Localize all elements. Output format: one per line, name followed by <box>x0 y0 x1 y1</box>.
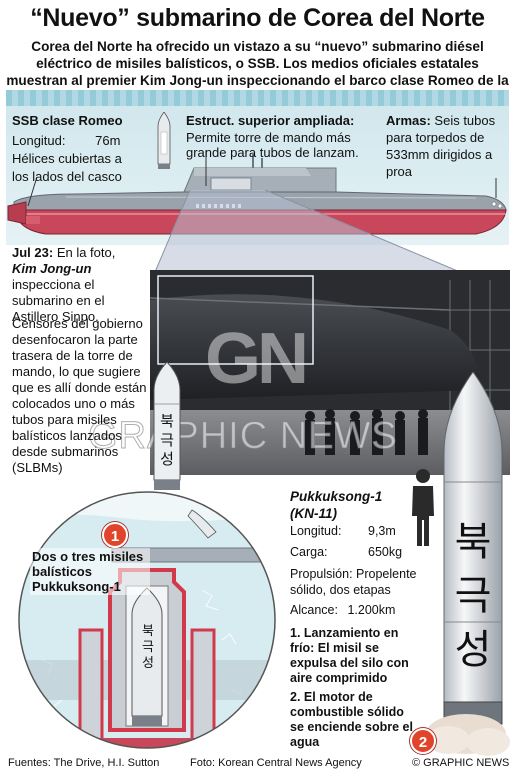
watermark-logo: GN <box>205 319 309 399</box>
footer-sources: Fuentes: The Drive, H.I. Sutton <box>8 757 160 769</box>
photo-note-text2: inspecciona el submarino en el Astillero… <box>12 277 105 324</box>
missile-name: Pukkuksong-1 <box>290 489 383 504</box>
censor-note: Censores del gobierno desenfocaron la pa… <box>12 316 147 475</box>
launch-step-2: 2. El motor de combustible sólido se enc… <box>290 690 413 749</box>
launch-step-1: 1. Lanzamiento en frío: El misil se expu… <box>290 626 409 685</box>
photo-note-date: Jul 23: <box>12 245 54 260</box>
spec-length-row: Longitud: 9,3m <box>290 521 430 542</box>
romeo-info: SSB clase Romeo Longitud: 76m Hélices cu… <box>12 112 162 186</box>
spec-propulsion-value: Propelente sólido, dos etapas <box>290 567 417 597</box>
missile-specs: Longitud: 9,3m Carga: 650kg <box>290 521 430 563</box>
small-missile-icon <box>157 112 171 169</box>
cutaway-label: Dos o tres misiles balísticos Pukkuksong… <box>30 548 150 595</box>
spec-range: Alcance: 1.200km <box>290 603 430 617</box>
hangul-char: 북 <box>160 412 174 430</box>
step-2-badge: 2 <box>410 728 436 754</box>
weapons-text: Seis tubos para torpedos de 533mm dirigi… <box>386 113 496 179</box>
spec-payload-row: Carga: 650kg <box>290 542 430 563</box>
superstructure-text: Permite torre de mando más grande para t… <box>186 130 359 160</box>
hangul-char: 북 <box>454 519 492 565</box>
photo-note-text1: En la foto, <box>56 245 116 260</box>
superstructure-heading: Estruct. superior ampliada: <box>186 113 355 128</box>
cutaway-circle <box>18 491 276 749</box>
medium-missile-icon <box>153 362 181 490</box>
spec-payload-label: Carga: <box>290 545 328 559</box>
spec-length-value: 9,3m <box>368 524 396 538</box>
spec-payload-value: 650kg <box>368 545 403 559</box>
weapons-heading: Armas: <box>386 113 431 128</box>
romeo-length-row: Longitud: 76m <box>12 132 162 150</box>
hangul-char: 극 <box>454 573 492 619</box>
sea-surface <box>6 90 509 106</box>
spec-range-label: Alcance: <box>290 603 338 617</box>
missile-name-block: Pukkuksong-1 (KN-11) <box>290 488 420 522</box>
hangul-char: 성 <box>454 627 492 673</box>
exhaust-smoke <box>426 714 510 756</box>
weapons-info: Armas: Seis tubos para torpedos de 533mm… <box>386 112 511 180</box>
hangul-char: 극 <box>142 640 154 655</box>
photo-note-name: Kim Jong-un <box>12 261 92 276</box>
spec-length-label: Longitud: <box>290 524 342 538</box>
photo-note: Jul 23: En la foto, Kim Jong-un inspecci… <box>12 245 142 325</box>
zoom-wedge <box>154 189 461 273</box>
hangul-char: 북 <box>142 624 154 639</box>
hangul-char: 극 <box>160 431 174 449</box>
spec-propulsion-label: Propulsión: <box>290 567 353 581</box>
spec-range-value: 1.200km <box>347 603 396 617</box>
romeo-heading: SSB clase Romeo <box>12 113 123 128</box>
large-missile-hangul: 북 극 성 <box>446 515 500 677</box>
hangul-char: 성 <box>160 450 174 468</box>
missile-code: (KN-11) <box>290 506 337 521</box>
spec-propulsion: Propulsión: Propelente sólido, dos etapa… <box>290 566 425 598</box>
medium-missile-hangul: 북 극 성 <box>154 412 180 469</box>
watermark-text: GRAPHIC NEWS <box>88 415 398 458</box>
footer-copyright: © GRAPHIC NEWS <box>412 757 510 769</box>
hangul-char: 성 <box>142 656 154 671</box>
romeo-length-value: 76m <box>95 133 121 148</box>
footer-photo-credit: Foto: Korean Central News Agency <box>190 757 362 769</box>
romeo-propeller-text: Hélices cubiertas a los lados del casco <box>12 151 122 184</box>
romeo-length-label: Longitud: <box>12 133 66 148</box>
superstructure-info: Estruct. superior ampliada: Permite torr… <box>186 112 376 160</box>
person-silhouette-icon <box>412 469 434 546</box>
page-title: “Nuevo” submarino de Corea del Norte <box>30 4 485 32</box>
cutaway-missile-hangul: 북 극 성 <box>136 624 160 672</box>
step-1-badge: 1 <box>102 522 128 548</box>
